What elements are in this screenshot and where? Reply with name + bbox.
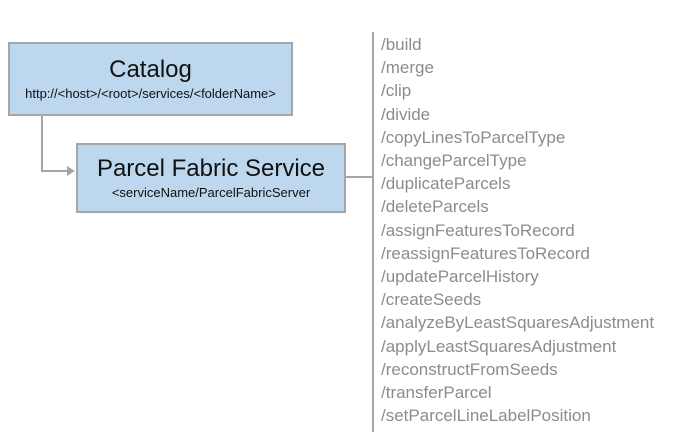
endpoint-apply-least-squares-adjustment: /applyLeastSquaresAdjustment — [381, 336, 617, 356]
endpoint-delete-parcels: /deleteParcels — [381, 197, 489, 217]
catalog-url: http://<host>/<root>/services/<folderNam… — [25, 86, 276, 102]
endpoint-duplicate-parcels: /duplicateParcels — [381, 174, 511, 194]
connector-horizontal-segment — [41, 170, 69, 172]
arrowhead-icon — [67, 166, 75, 176]
endpoint-clip: /clip — [381, 81, 412, 101]
endpoint-divide: /divide — [381, 104, 431, 124]
endpoint-build: /build — [381, 35, 422, 54]
endpoint-list-separator — [372, 32, 374, 432]
catalog-title: Catalog — [109, 55, 192, 83]
endpoint-set-parcel-line-label-position: /setParcelLineLabelPosition — [381, 406, 591, 426]
endpoint-merge: /merge — [381, 58, 434, 78]
parcel-fabric-service-node: Parcel Fabric Service <serviceName/Parce… — [76, 143, 346, 213]
service-path: <serviceName/ParcelFabricServer — [111, 185, 311, 201]
endpoint-list: /build /merge /clip /divide /copyLinesTo… — [381, 33, 686, 427]
endpoint-reassign-features-to-record: /reassignFeaturesToRecord — [381, 243, 590, 263]
endpoint-transfer-parcel: /transferParcel — [381, 383, 492, 403]
endpoint-create-seeds: /createSeeds — [381, 290, 482, 310]
connector-service-to-list — [346, 176, 372, 178]
endpoint-copy-lines-to-parcel-type: /copyLinesToParcelType — [381, 127, 566, 147]
endpoint-analyze-by-least-squares-adjustment: /analyzeByLeastSquaresAdjustment — [381, 313, 655, 333]
endpoint-assign-features-to-record: /assignFeaturesToRecord — [381, 220, 575, 240]
service-title: Parcel Fabric Service — [96, 154, 326, 182]
catalog-node: Catalog http://<host>/<root>/services/<f… — [8, 42, 293, 116]
connector-vertical-segment — [41, 116, 43, 172]
endpoint-reconstruct-from-seeds: /reconstructFromSeeds — [381, 359, 558, 379]
endpoint-change-parcel-type: /changeParcelType — [381, 151, 527, 171]
endpoint-update-parcel-history: /updateParcelHistory — [381, 267, 539, 287]
